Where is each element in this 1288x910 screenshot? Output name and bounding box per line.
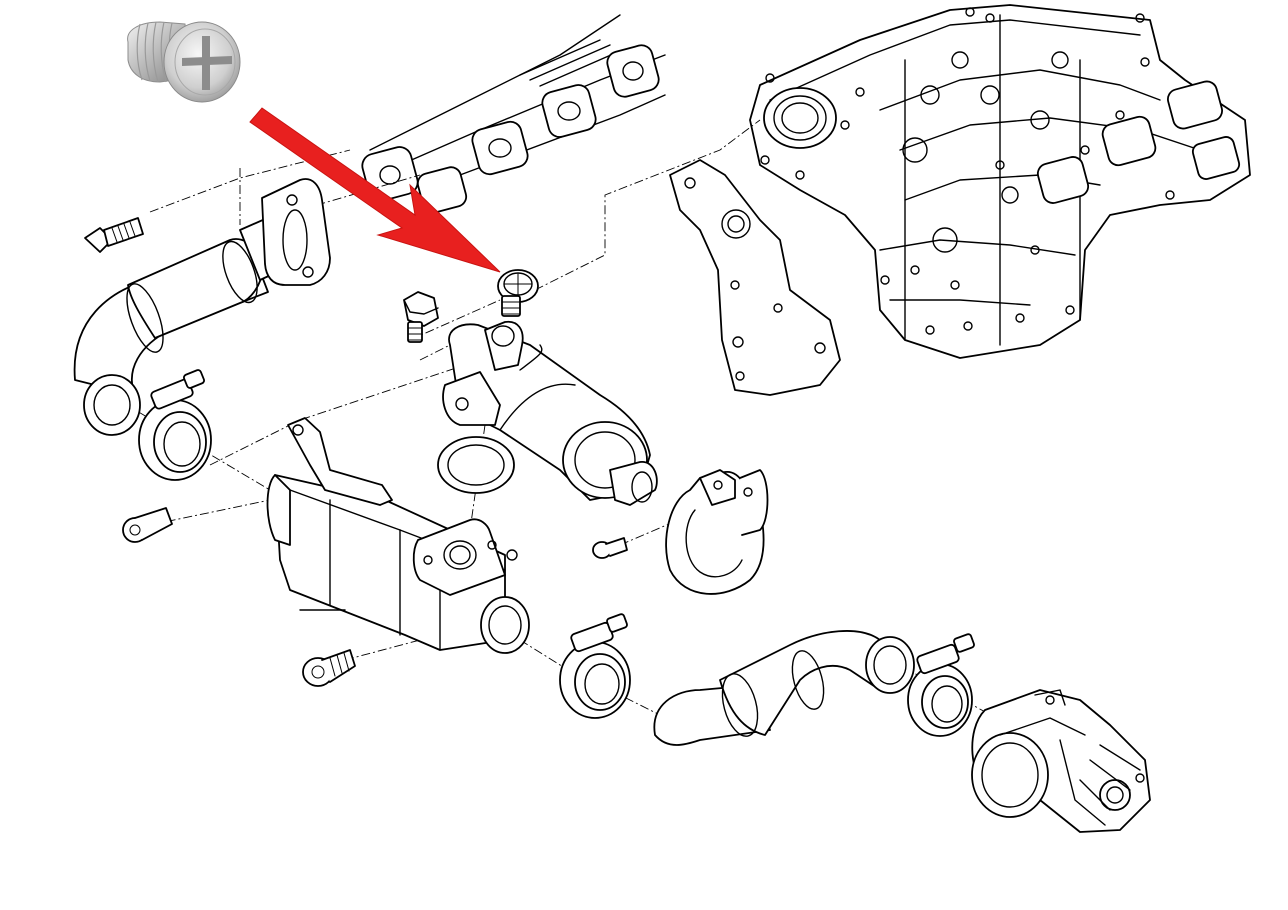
bolt-photo-icon — [127, 21, 241, 103]
hose-clamp-lower-right — [907, 633, 975, 737]
hose-clamp-lower-left — [559, 613, 631, 719]
hose-clamp-upper — [138, 369, 212, 481]
plug-bolt — [403, 291, 439, 343]
mounting-bracket — [669, 159, 841, 396]
sealing-ring — [437, 436, 515, 494]
bolt-cooler — [122, 507, 173, 543]
egr-cooler — [266, 417, 530, 654]
bolt-bottom — [302, 649, 356, 687]
lower-egr-pipe — [653, 630, 915, 746]
bolt-small — [592, 537, 628, 559]
pipe-bracket — [665, 469, 769, 595]
engine-block — [749, 4, 1251, 359]
egr-valve — [971, 689, 1151, 833]
egr-valve-housing — [442, 320, 658, 506]
upper-egr-pipe — [73, 178, 331, 436]
pointer-arrow — [249, 107, 501, 273]
exhaust-manifold — [361, 14, 666, 214]
screw-plug — [497, 269, 539, 317]
bolt-left — [84, 217, 144, 253]
